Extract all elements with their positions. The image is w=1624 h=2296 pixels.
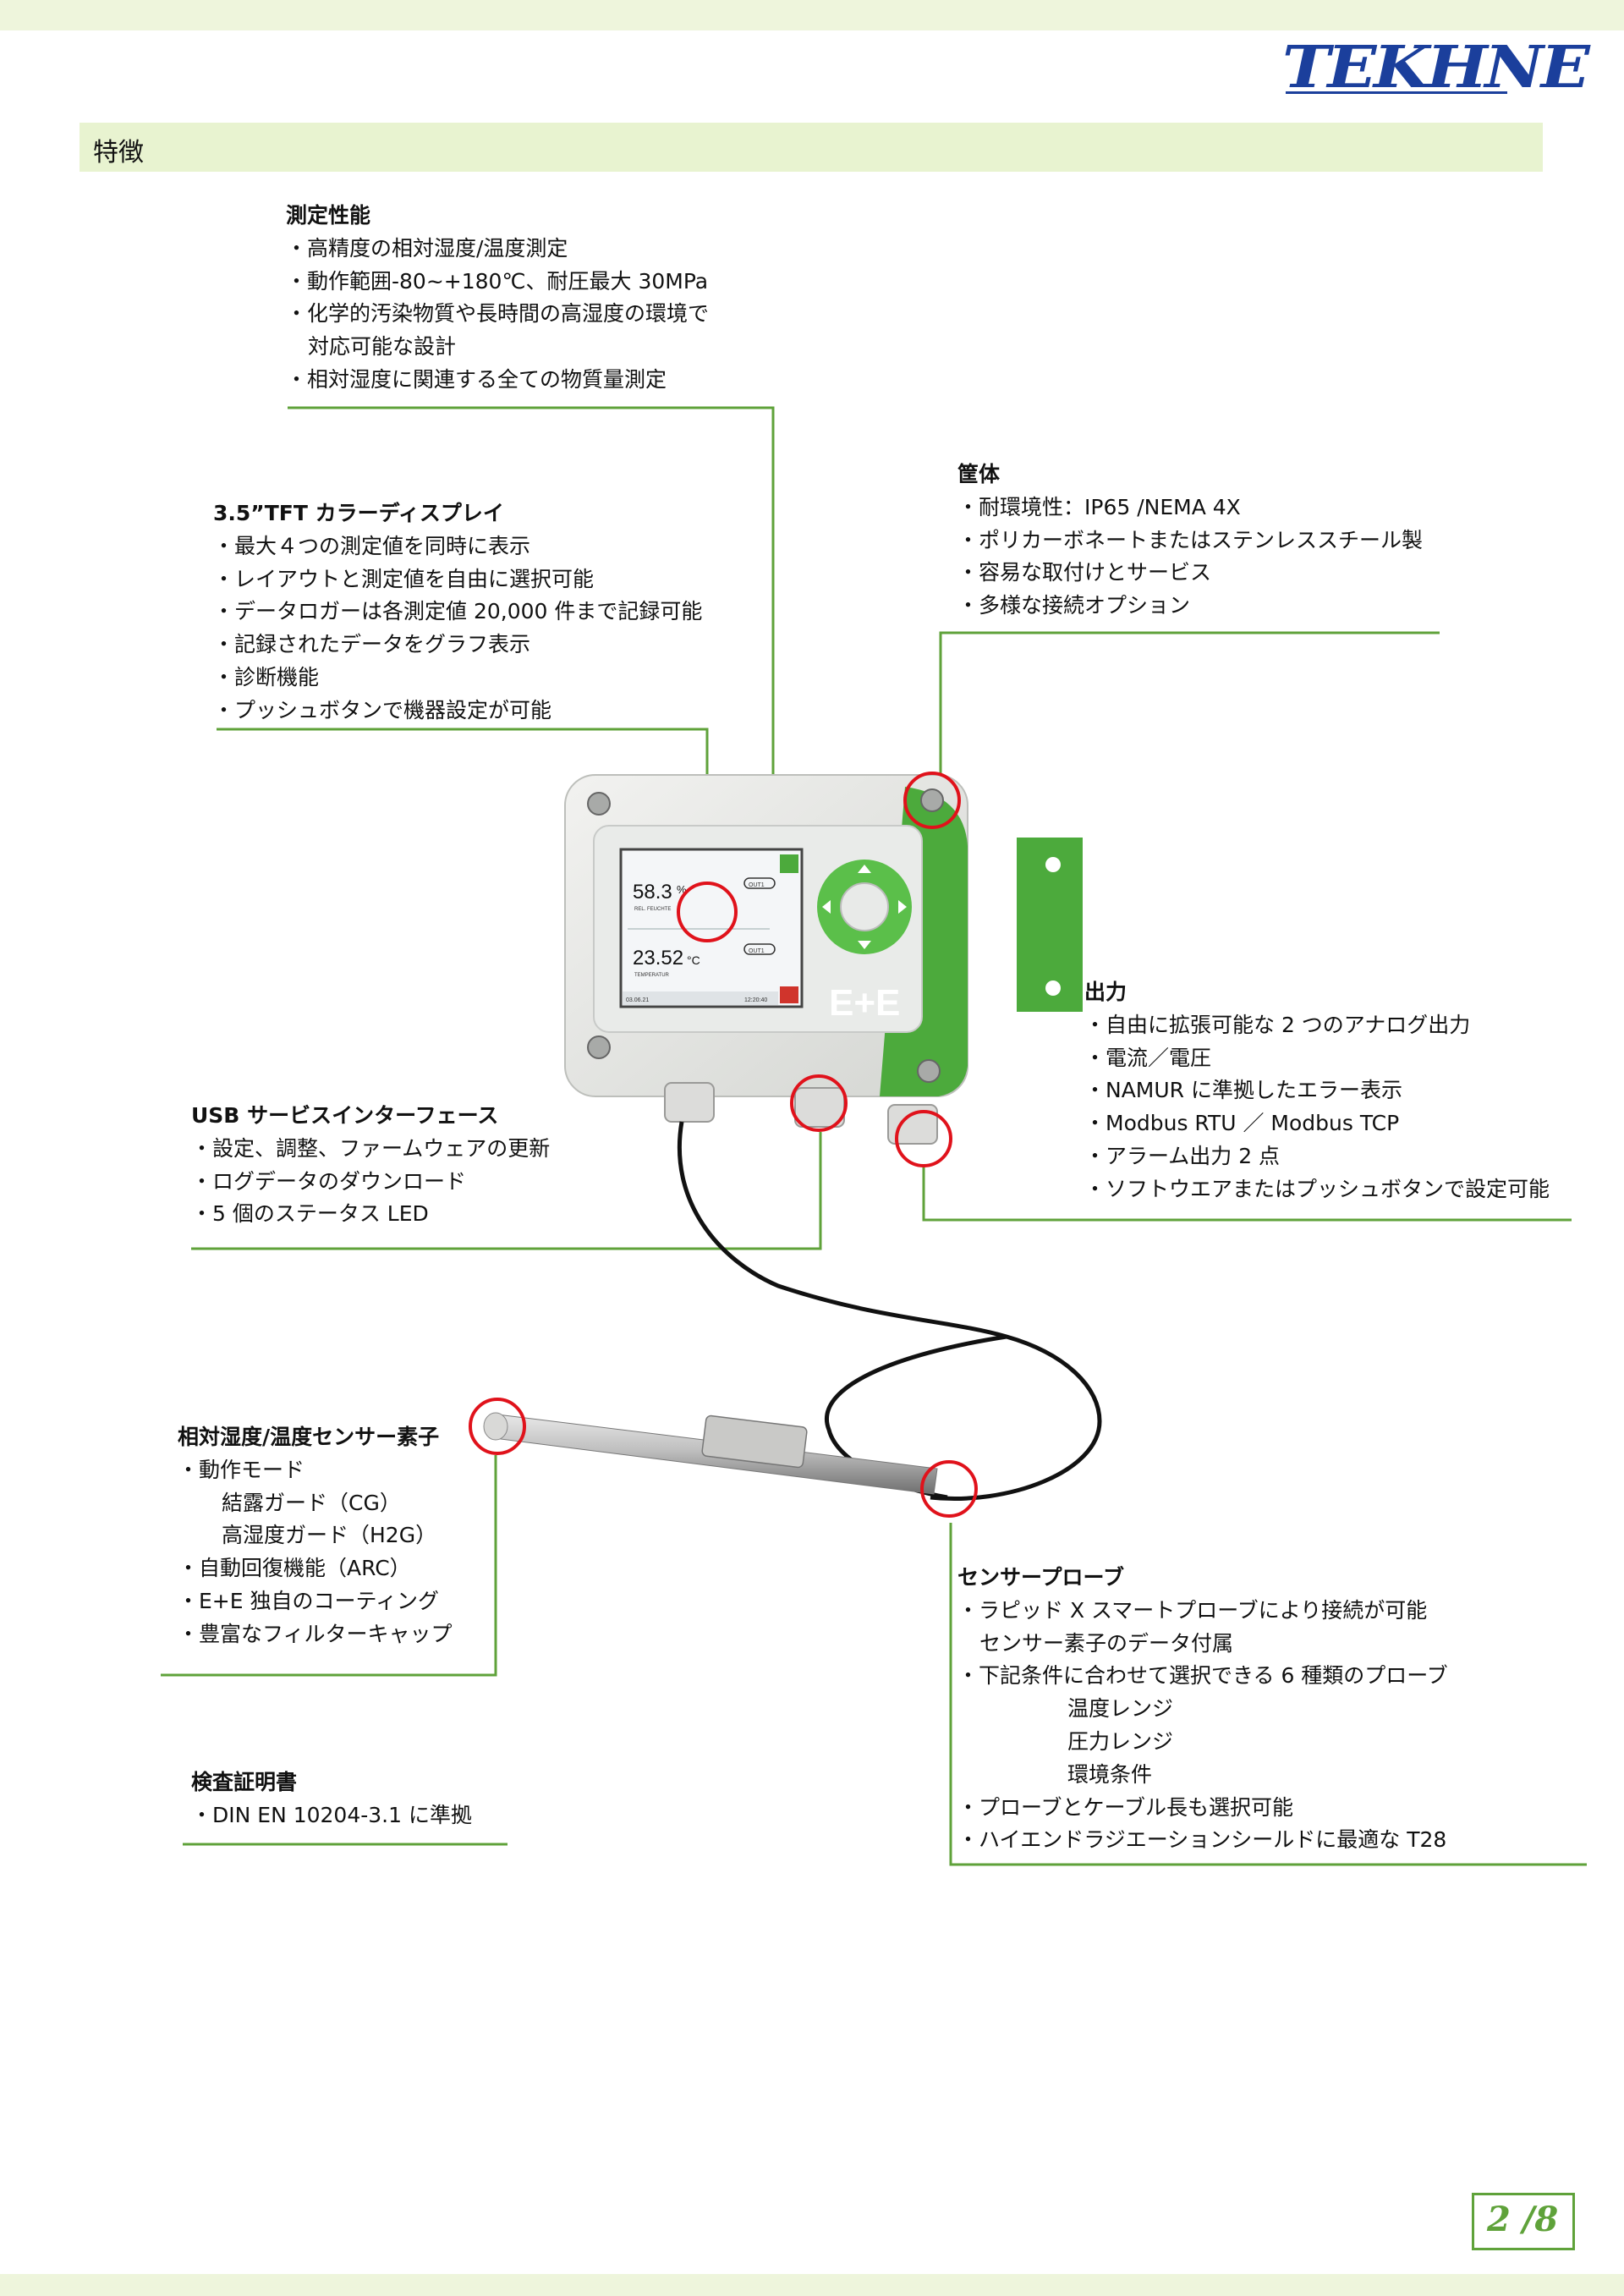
output-item: ・自由に拡張可能な 2 つのアナログ出力 — [1084, 1012, 1471, 1037]
sensor-element-title: 相対湿度/温度センサー素子 — [178, 1425, 440, 1449]
probe-item: 圧力レンジ — [1067, 1728, 1174, 1754]
display-item: ・最大４つの測定値を同時に表示 — [213, 533, 531, 558]
highlight-display — [677, 882, 738, 942]
sensor-element-item: ・動作モード — [178, 1457, 305, 1482]
measurement-item: ・高精度の相対湿度/温度測定 — [286, 235, 568, 261]
certificate-block: 検査証明書 ・DIN EN 10204-3.1 に準拠 — [191, 1766, 472, 1832]
display-item: ・診断機能 — [213, 664, 320, 689]
tft-screen — [619, 848, 804, 1008]
output-title: 出力 — [1084, 980, 1127, 1004]
top-band — [0, 0, 1624, 30]
screen-temperature-unit: °C — [687, 953, 700, 967]
leader-housing — [939, 631, 1440, 773]
device-brand-label: E+E — [829, 982, 900, 1024]
housing-item: ・耐環境性：IP65 /NEMA 4X — [957, 494, 1241, 519]
leader-measurement — [288, 406, 775, 777]
probe-item: ・下記条件に合わせて選択できる 6 種類のプローブ — [957, 1663, 1448, 1689]
sensor-element-item: ・E+E 独自のコーティング — [178, 1588, 439, 1613]
section-title: 特徴 — [93, 138, 144, 168]
sensor-element-block: 相対湿度/温度センサー素子 ・動作モード 結露ガード（CG） 高湿度ガード（H2… — [178, 1421, 453, 1651]
certificate-title: 検査証明書 — [191, 1770, 298, 1794]
measurement-item: ・動作範囲-80~+180℃、耐圧最大 30MPa — [286, 268, 709, 294]
leader-output — [922, 1164, 1572, 1222]
screen-date: 03.06.21 — [626, 997, 649, 1003]
highlight-circles — [469, 772, 978, 1518]
sensor-element-item: ・豊富なフィルターキャップ — [178, 1621, 453, 1646]
measurement-item: ・相対湿度に関連する全ての物質量測定 — [286, 366, 667, 392]
logo-underline — [1286, 91, 1507, 94]
usb-item: ・設定、調整、ファームウェアの更新 — [191, 1135, 551, 1161]
leader-lines — [161, 406, 1587, 1866]
output-item: ・電流／電圧 — [1084, 1045, 1212, 1070]
page-number: 2 /8 — [1487, 2200, 1559, 2239]
sensor-element-item: ・自動回復機能（ARC） — [178, 1556, 411, 1581]
housing-item: ・ポリカーボネートまたはステンレススチール製 — [957, 527, 1424, 552]
probe-item: ・ラピッド X スマートプローブにより接続が可能 — [957, 1597, 1428, 1623]
probe-item: ・ハイエンドラジエーションシールドに最適な T28 — [957, 1827, 1447, 1853]
sensor-cable — [677, 1121, 1102, 1502]
housing-title: 筐体 — [957, 462, 1001, 486]
bottom-band — [0, 2274, 1624, 2296]
output-item: ・ソフトウエアまたはプッシュボタンで設定可能 — [1084, 1176, 1550, 1201]
measurement-item: ・化学的汚染物質や長時間の高湿度の環境で — [286, 301, 710, 327]
highlight-usb — [790, 1074, 848, 1132]
mounting-bracket — [1017, 838, 1083, 1012]
page-number-box — [1472, 2193, 1575, 2250]
leader-sensor-element — [161, 1455, 497, 1677]
highlight-housing — [903, 772, 961, 829]
usb-item: ・5 個のステータス LED — [191, 1201, 429, 1227]
leader-probe — [949, 1523, 1587, 1866]
highlight-output — [895, 1110, 952, 1167]
display-item: ・レイアウトと測定値を自由に選択可能 — [213, 566, 595, 591]
display-item: ・記録されたデータをグラフ表示 — [213, 632, 531, 657]
probe-block: センサープローブ ・ラピッド X スマートプローブにより接続が可能 センサー素子… — [957, 1562, 1448, 1857]
output-block: 出力 ・自由に拡張可能な 2 つのアナログ出力 ・電流／電圧 ・NAMUR に準… — [1084, 976, 1550, 1206]
screen-out-label: OUT1 — [749, 882, 765, 888]
probe-item: 環境条件 — [1067, 1761, 1153, 1787]
output-item: ・アラーム出力 2 点 — [1084, 1143, 1281, 1168]
leader-usb — [191, 1132, 822, 1250]
screen-humidity-value: 58.3 — [633, 881, 672, 904]
screen-time: 12:20:40 — [744, 997, 767, 1003]
usb-item: ・ログデータのダウンロード — [191, 1168, 467, 1194]
screen-temperature-label: TEMPERATUR — [634, 973, 670, 978]
housing-block: 筐体 ・耐環境性：IP65 /NEMA 4X ・ポリカーボネートまたはステンレス… — [957, 459, 1423, 623]
output-item: ・NAMUR に準拠したエラー表示 — [1084, 1078, 1402, 1103]
housing-item: ・多様な接続オプション — [957, 593, 1191, 618]
highlight-sensor-element — [469, 1398, 526, 1455]
screen-temperature-value: 23.52 — [633, 947, 683, 969]
measurement-block: 測定性能 ・高精度の相対湿度/温度測定 ・動作範囲-80~+180℃、耐圧最大 … — [286, 200, 709, 397]
certificate-item: ・DIN EN 10204-3.1 に準拠 — [191, 1802, 472, 1827]
screen-humidity-label: REL. FEUCHTE — [634, 907, 671, 912]
measurement-title: 測定性能 — [286, 203, 371, 228]
section-bar — [80, 123, 1543, 172]
probe-item: センサー素子のデータ付属 — [979, 1630, 1234, 1656]
tekhne-logo: TEKHNE — [1282, 34, 1590, 102]
probe-title: センサープローブ — [957, 1565, 1125, 1590]
probe-item: 温度レンジ — [1067, 1696, 1174, 1722]
display-title: 3.5”TFT カラーディスプレイ — [213, 501, 504, 525]
housing-item: ・容易な取付けとサービス — [957, 560, 1212, 585]
display-item: ・データロガーは各測定値 20,000 件まで記録可能 — [213, 599, 703, 624]
output-item: ・Modbus RTU ／ Modbus TCP — [1084, 1111, 1400, 1136]
usb-block: USB サービスインターフェース ・設定、調整、ファームウェアの更新 ・ログデー… — [191, 1100, 550, 1231]
measurement-item: 対応可能な設計 — [308, 334, 457, 360]
screen-out-label-2: OUT1 — [749, 948, 765, 954]
display-block: 3.5”TFT カラーディスプレイ ・最大４つの測定値を同時に表示 ・レイアウト… — [213, 497, 702, 728]
sensor-element-item: 結露ガード（CG） — [222, 1490, 401, 1515]
sensor-element-item: 高湿度ガード（H2G） — [222, 1523, 437, 1548]
usb-title: USB サービスインターフェース — [191, 1103, 499, 1128]
display-item: ・プッシュボタンで機器設定が可能 — [213, 697, 552, 722]
probe-item: ・プローブとケーブル長も選択可能 — [957, 1794, 1294, 1820]
highlight-probe — [920, 1460, 978, 1518]
